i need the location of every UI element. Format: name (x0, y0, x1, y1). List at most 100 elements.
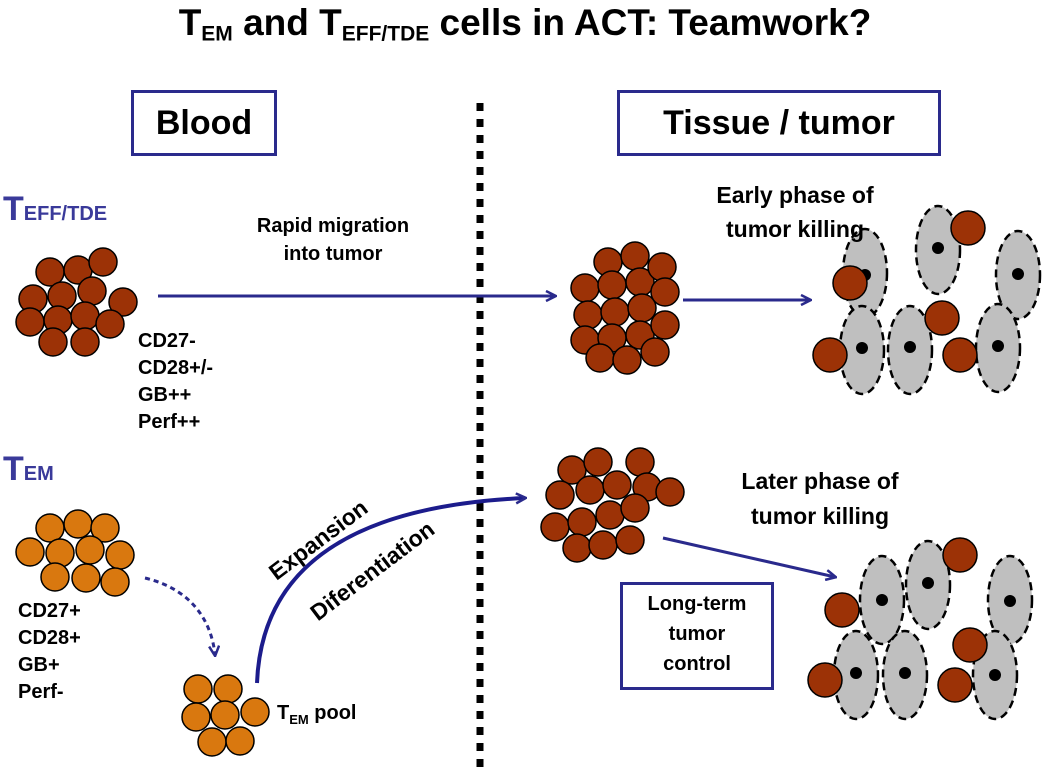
nucleus (1004, 595, 1016, 607)
tem-cell-cluster (15, 509, 135, 597)
cell (47, 281, 77, 311)
cell (181, 702, 211, 732)
tem-pool-label: TEM pool (277, 702, 357, 727)
cell (620, 493, 650, 523)
cell (15, 537, 45, 567)
long-term-control-box: Long-term tumor control (620, 582, 774, 690)
cell (75, 535, 105, 565)
cell (812, 337, 848, 373)
cell (573, 300, 603, 330)
cell (197, 727, 227, 757)
cell (105, 540, 135, 570)
cell (210, 700, 240, 730)
cell (650, 277, 680, 307)
cell (924, 300, 960, 336)
cell (597, 270, 627, 300)
cell (240, 697, 270, 727)
teff-label: TEFF/TDE (3, 190, 108, 228)
cell (650, 310, 680, 340)
cell (63, 509, 93, 539)
marker: CD28+/- (138, 357, 214, 379)
cell (70, 301, 100, 331)
cell (647, 252, 677, 282)
tem-to-pool-dotted-arrow (144, 576, 215, 655)
cell (183, 674, 213, 704)
early-tumor-cells (838, 204, 1042, 396)
cell (35, 513, 65, 543)
cell (832, 265, 868, 301)
later-killing-arrow (662, 536, 835, 577)
cell (602, 470, 632, 500)
later-tumor-nuclei (850, 577, 1016, 681)
nucleus (992, 340, 1004, 352)
tem-label: TEM (3, 450, 54, 488)
early-killer-cells (812, 210, 986, 373)
teff-cell-cluster (15, 247, 138, 357)
marker: CD27+ (18, 600, 81, 622)
cell (70, 327, 100, 357)
cell (942, 337, 978, 373)
cell (562, 533, 592, 563)
tissue-section-box: Tissue / tumor (617, 90, 941, 156)
early-phase-label: Early phase of tumor killing (716, 182, 874, 242)
tissue-expanded-cluster (540, 447, 685, 563)
blood-section-box: Blood (131, 90, 277, 156)
marker: GB++ (138, 384, 192, 406)
marker: CD27- (138, 330, 196, 352)
rapid-migration-label: Rapid migration into tumor (256, 215, 410, 265)
cell (213, 674, 243, 704)
cell (225, 726, 255, 756)
cell (950, 210, 986, 246)
cell (545, 480, 575, 510)
marker: Perf++ (138, 411, 201, 433)
cell (77, 276, 107, 306)
cell (640, 337, 670, 367)
cell (90, 513, 120, 543)
expansion-differentiation-arrow (255, 498, 525, 684)
later-killer-cells (807, 537, 988, 703)
page-title: TEM and TEFF/TDE cells in ACT: Teamwork? (178, 2, 872, 46)
cell (612, 345, 642, 375)
later-phase-label: Later phase of tumor killing (741, 468, 899, 529)
cell (583, 447, 613, 477)
tem-pool-cluster (181, 674, 270, 757)
nucleus (989, 669, 1001, 681)
later-tumor-cells (832, 539, 1034, 721)
cell (40, 562, 70, 592)
nucleus (856, 342, 868, 354)
marker: CD28+ (18, 627, 81, 649)
nucleus (932, 242, 944, 254)
tissue-effector-cluster (570, 241, 680, 375)
cell (540, 512, 570, 542)
cell (100, 567, 130, 597)
cell (952, 627, 988, 663)
cell (942, 537, 978, 573)
nucleus (904, 341, 916, 353)
teff-markers: CD27- CD28+/- GB++ Perf++ (138, 328, 213, 436)
cell (615, 525, 645, 555)
cell (108, 287, 138, 317)
cell (620, 241, 650, 271)
cell (807, 662, 843, 698)
nucleus (899, 667, 911, 679)
cell (824, 592, 860, 628)
cell (38, 327, 68, 357)
cell (937, 667, 973, 703)
cell (600, 297, 630, 327)
cell (655, 477, 685, 507)
cell (95, 309, 125, 339)
tem-markers: CD27+ CD28+ GB+ Perf- (18, 598, 81, 706)
cell (88, 247, 118, 277)
cell (570, 273, 600, 303)
cell (71, 563, 101, 593)
cell (45, 538, 75, 568)
nucleus (876, 594, 888, 606)
cell (595, 500, 625, 530)
cell (567, 507, 597, 537)
cell (585, 343, 615, 373)
nucleus (850, 667, 862, 679)
cell (575, 475, 605, 505)
marker: Perf- (18, 681, 64, 703)
nucleus (1012, 268, 1024, 280)
